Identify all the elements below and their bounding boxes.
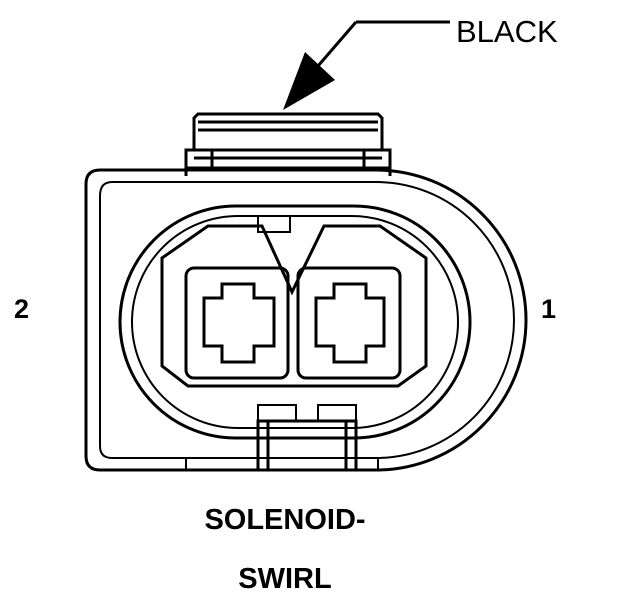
seal-ring-inner bbox=[131, 215, 459, 429]
arrowhead-icon bbox=[283, 52, 335, 110]
connector-title-line-1: SOLENOID- bbox=[204, 504, 366, 536]
terminal-cavity-pin-2 bbox=[184, 266, 290, 380]
terminal-cavity-pin-1 bbox=[296, 266, 402, 380]
pin-number-right: 1 bbox=[541, 294, 557, 324]
key-slot-top bbox=[257, 215, 291, 233]
leader-line-diagonal bbox=[316, 21, 358, 67]
callout-pointer bbox=[283, 20, 450, 110]
bottom-latch bbox=[256, 419, 358, 470]
seal-ring-outer bbox=[118, 204, 472, 440]
terminal-cavity-outline bbox=[160, 224, 428, 388]
key-slot-bottom-left bbox=[257, 404, 297, 422]
pin-number-left: 2 bbox=[14, 294, 30, 324]
key-slot-bottom-right bbox=[317, 404, 357, 422]
connector-housing-inner bbox=[99, 181, 515, 459]
connector-title-line-2: SWIRL bbox=[238, 563, 332, 595]
connector-housing-outer bbox=[84, 168, 528, 472]
color-callout-label: BLACK bbox=[456, 14, 558, 49]
locking-tab bbox=[184, 112, 392, 176]
